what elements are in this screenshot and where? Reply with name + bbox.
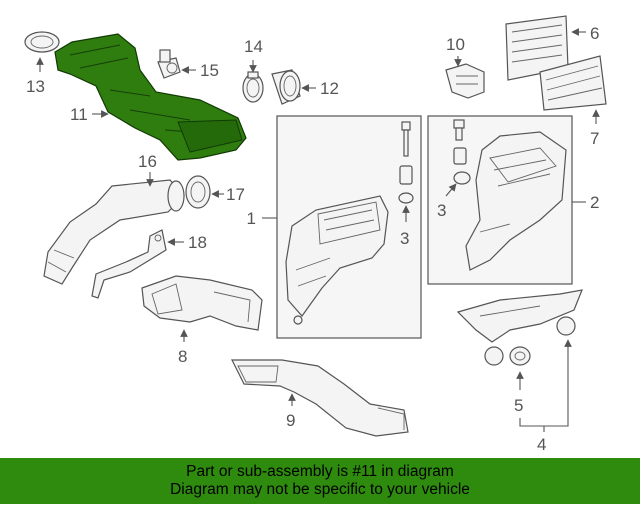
callout-11: 11 (70, 105, 88, 124)
callout-4: 4 (537, 435, 546, 454)
callout-17: 17 (226, 185, 245, 204)
exploded-parts-diagram: 13 11 15 14 12 10 6 (24, 15, 607, 454)
callout-2: 2 (590, 193, 599, 212)
part-11-air-intake-duct[interactable] (54, 33, 247, 161)
callout-3-left: 3 (400, 229, 409, 248)
part-13-seal-ring[interactable] (24, 31, 60, 53)
callout-15: 15 (200, 61, 219, 80)
callout-16: 16 (138, 152, 157, 171)
part-15-sensor[interactable] (157, 49, 181, 79)
banner-line-disclaimer: Diagram may not be specific to your vehi… (170, 481, 470, 498)
part-17-gasket[interactable] (185, 175, 211, 209)
callout-6: 6 (590, 24, 599, 43)
part-4-mounting-bracket[interactable] (456, 289, 583, 366)
callout-7: 7 (590, 129, 599, 148)
part-2-air-cleaner-housing[interactable] (465, 131, 567, 271)
callout-13: 13 (26, 77, 45, 96)
callout-5: 5 (514, 396, 523, 415)
part-18-bracket[interactable] (91, 229, 167, 299)
callout-18: 18 (188, 233, 207, 252)
info-banner: Part or sub-assembly is #11 in diagram D… (0, 458, 640, 504)
banner-line-part: Part or sub-assembly is #11 in diagram (186, 463, 454, 480)
callout-12: 12 (320, 79, 339, 98)
callout-1: 1 (247, 209, 256, 228)
callout-9: 9 (286, 411, 295, 430)
part-3-bolt-and-grommet-right[interactable] (453, 119, 471, 185)
part-5-mount-insulator[interactable] (509, 346, 531, 366)
part-8-air-duct[interactable] (141, 275, 263, 331)
callout-3-right: 3 (437, 201, 446, 220)
callout-10: 10 (446, 35, 465, 54)
part-3-bolt-and-grommet[interactable] (398, 121, 414, 204)
part-7-filter-element[interactable] (539, 55, 607, 111)
part-1-air-cleaner-housing[interactable] (285, 195, 389, 325)
callout-14: 14 (244, 37, 263, 56)
part-14-hose-clamp[interactable] (242, 71, 264, 103)
part-9-air-duct[interactable] (231, 359, 409, 437)
part-12-coupling-sleeve[interactable] (271, 69, 301, 105)
part-10-connector[interactable] (445, 63, 485, 99)
part-16-intake-hose[interactable] (43, 179, 185, 285)
callout-8: 8 (178, 347, 187, 366)
